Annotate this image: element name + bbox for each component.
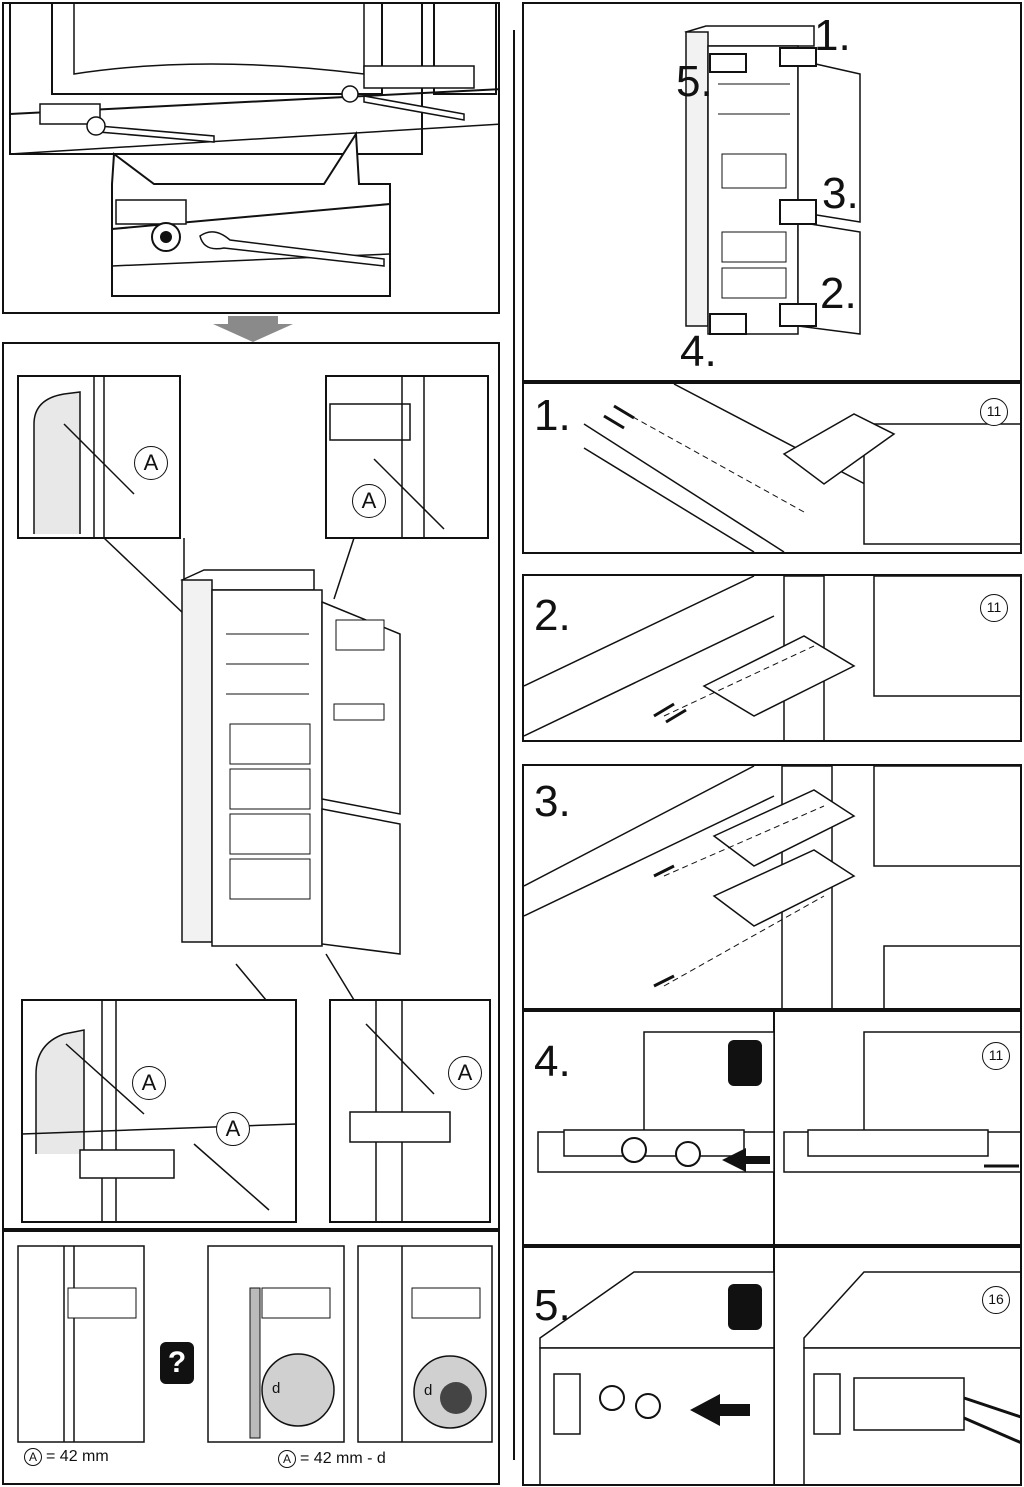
step-5-illustration: [539, 1248, 1020, 1484]
step-3-illustration: [524, 766, 1020, 1008]
caption-right-marker: A: [278, 1450, 296, 1468]
panel-gap-check: A A A A A: [2, 342, 500, 1230]
marker-a-3: A: [132, 1066, 166, 1100]
d-label-middle: d: [272, 1380, 281, 1397]
screw-icon: [728, 1040, 762, 1086]
overview-step-3: 3.: [822, 169, 859, 218]
wrench-icon: [86, 116, 215, 143]
panel-overview: 1. 5. 3. 2. 4.: [522, 2, 1022, 382]
caption-left-marker: A: [24, 1448, 42, 1466]
marker-a-5: A: [448, 1056, 482, 1090]
screw-icon: [603, 404, 635, 430]
measurement-illustration: [17, 1245, 493, 1443]
overview-step-2: 2.: [820, 269, 857, 318]
fridge-icon: [180, 569, 401, 955]
column-divider: [513, 30, 515, 1460]
question-badge: ?: [160, 1342, 194, 1384]
panel-step-3: 3.: [522, 764, 1022, 1010]
overview-step-1: 1.: [814, 11, 851, 60]
panel-wrench-adjust: [2, 2, 500, 314]
marker-a-4: A: [216, 1112, 250, 1146]
step-5-label: 5.: [534, 1281, 571, 1330]
wrench-adjust-illustration: [9, 4, 498, 297]
d-label-right: d: [424, 1382, 433, 1399]
screw-icon: [728, 1284, 762, 1330]
caption-right: A = 42 mm - d: [278, 1450, 386, 1468]
arrow-down-icon: [213, 316, 293, 342]
overview-step-5: 5.: [676, 57, 713, 106]
step-5-ref: 16: [982, 1286, 1010, 1314]
caption-right-value: = 42 mm - d: [300, 1450, 386, 1467]
marker-a-1: A: [134, 446, 168, 480]
step-2-ref: 11: [980, 594, 1008, 622]
panel-step-2: 2. 11: [522, 574, 1022, 742]
step-4-illustration: [537, 1012, 1020, 1244]
step-1-ref: 11: [980, 398, 1008, 426]
step-4-label: 4.: [534, 1037, 571, 1086]
gap-check-illustration: [17, 375, 491, 1223]
step-4-ref: 11: [982, 1042, 1010, 1070]
panel-measurements: ? d d A = 42 mm A = 42 mm - d: [2, 1230, 500, 1485]
overview-fridge-illustration: [684, 25, 861, 335]
caption-left: A = 42 mm: [24, 1448, 109, 1466]
caption-left-value: = 42 mm: [46, 1448, 109, 1465]
step-3-label: 3.: [534, 777, 571, 826]
step-2-illustration: [524, 576, 1020, 740]
overview-step-4: 4.: [680, 327, 717, 376]
panel-step-1: 1. 11: [522, 382, 1022, 554]
panel-step-4: 4. 11: [522, 1010, 1022, 1246]
marker-a-2: A: [352, 484, 386, 518]
step-1-label: 1.: [534, 391, 571, 440]
step-1-illustration: [583, 384, 1020, 552]
panel-step-5: 5. 16: [522, 1246, 1022, 1486]
step-2-label: 2.: [534, 591, 571, 640]
